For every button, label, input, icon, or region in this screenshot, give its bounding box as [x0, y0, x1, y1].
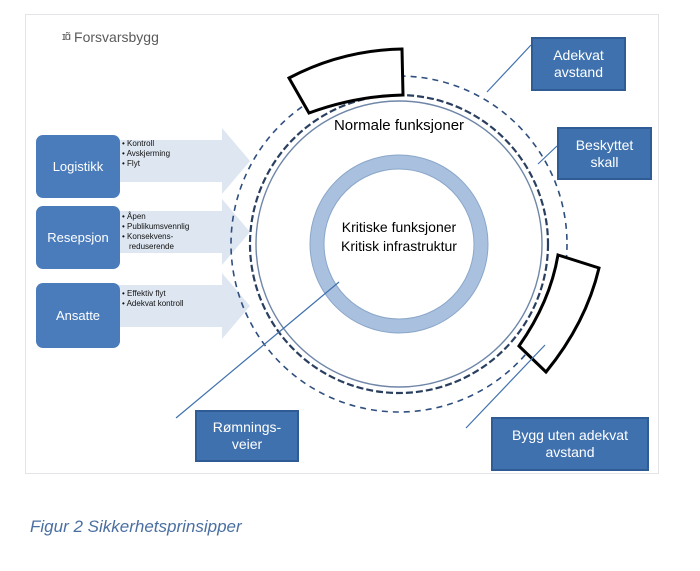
callout-beskyttet-skall: Beskyttet skall	[557, 127, 652, 180]
bullets-ansatte: Effektiv flyt Adekvat kontroll	[122, 289, 184, 309]
building-right	[517, 253, 601, 375]
bullet-continuation: reduserende	[129, 242, 174, 251]
normal-functions-label: Normale funksjoner	[333, 117, 465, 134]
bullet: Publikumsvennlig	[122, 222, 189, 232]
logo-name: Forsvarsbygg	[74, 29, 159, 45]
bullet: Flyt	[122, 159, 170, 169]
building-top	[286, 47, 405, 115]
bullet: Effektiv flyt	[122, 289, 184, 299]
bullets-resepsjon: Åpen Publikumsvennlig Konsekvens- reduse…	[122, 212, 189, 252]
input-box-logistikk: Logistikk	[36, 135, 120, 198]
bullet: Adekvat kontroll	[122, 299, 184, 309]
critical-ring	[310, 155, 488, 333]
critical-line-1: Kritiske funksjoner	[341, 219, 457, 235]
bullet: Avskjerming	[122, 149, 170, 159]
forsvarsbygg-logo: ɪɑ̃ Forsvarsbygg	[62, 29, 159, 45]
line-adekvat-avstand	[486, 44, 532, 93]
callout-romningsveier: Rømnings- veier	[195, 410, 299, 462]
bullet: Konsekvens-	[122, 232, 189, 242]
input-box-resepsjon: Resepsjon	[36, 206, 120, 269]
bullet: Åpen	[122, 212, 189, 222]
line-romningsveier	[175, 281, 340, 419]
bullets-logistikk: Kontroll Avskjerming Flyt	[122, 139, 170, 169]
logo-mark-icon: ɪɑ̃	[62, 31, 71, 43]
shell-ring-inner	[255, 100, 543, 388]
figure-caption: Figur 2 Sikkerhetsprinsipper	[30, 517, 242, 536]
critical-ring-edge-in	[323, 168, 475, 320]
critical-functions-label: Kritiske funksjoner Kritisk infrastruktu…	[319, 218, 479, 256]
line-bygg-uten	[465, 344, 546, 429]
input-box-ansatte: Ansatte	[36, 283, 120, 348]
callout-bygg-uten-adekvat-avstand: Bygg uten adekvat avstand	[491, 417, 649, 471]
critical-line-2: Kritisk infrastruktur	[341, 238, 457, 254]
line-beskyttet-skall	[537, 145, 558, 165]
critical-ring-edge-out	[309, 154, 489, 334]
callout-adekvat-avstand: Adekvat avstand	[531, 37, 626, 91]
outer-dashed-ring	[230, 75, 568, 413]
bullet: Kontroll	[122, 139, 170, 149]
